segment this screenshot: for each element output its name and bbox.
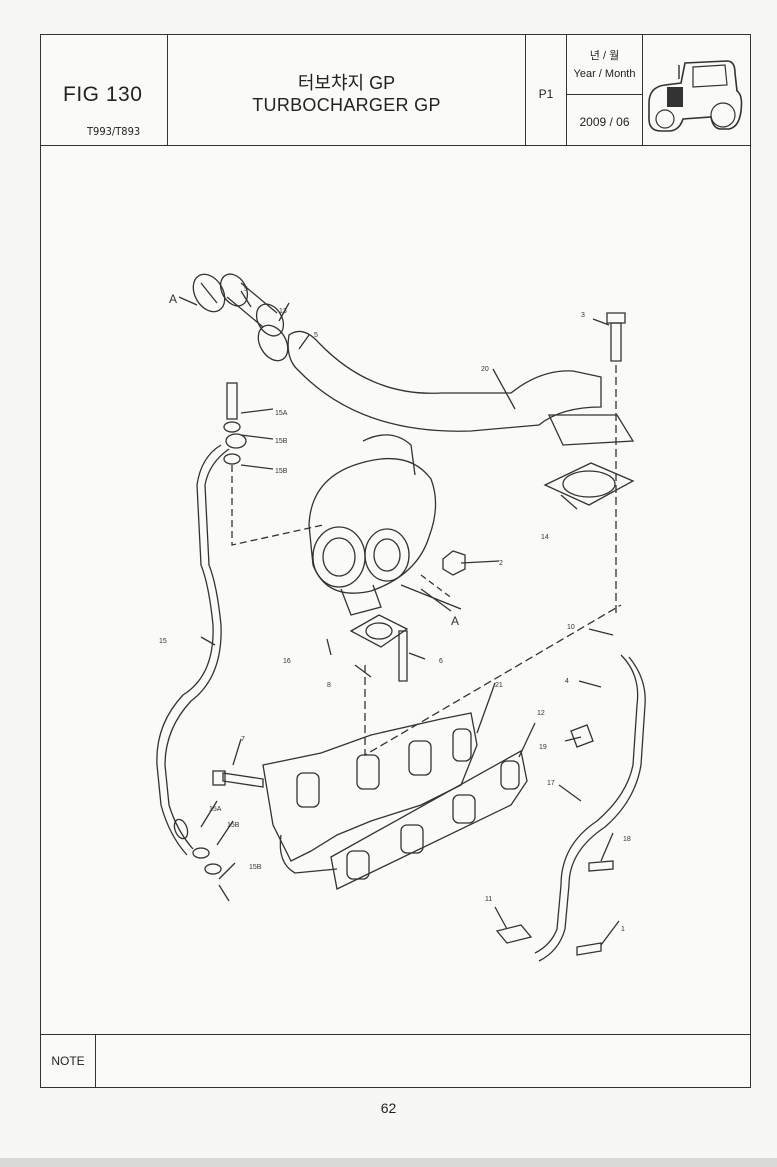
callout: 12 xyxy=(537,710,545,717)
page-code-cell: P1 xyxy=(526,35,567,145)
callout: 16 xyxy=(283,658,291,665)
bolt xyxy=(610,322,622,362)
callout: 18 xyxy=(623,836,631,843)
exploded-parts-diagram: A 5 13 5 3 20 15A 15B 15B 14 2 A 16 10 1… xyxy=(41,145,750,1035)
nut xyxy=(442,550,466,576)
figure-cell: FIG 130 T993/T893 xyxy=(41,35,168,145)
oil-line xyxy=(156,444,222,856)
callout: 5 xyxy=(314,332,318,339)
callout: 17 xyxy=(547,780,555,787)
callout: 15A xyxy=(209,806,222,813)
callout: 20 xyxy=(481,366,489,373)
title-cell: 터보챠지 GP TURBOCHARGER GP xyxy=(168,35,526,145)
date-cell: 년 / 월 Year / Month 2009 / 06 xyxy=(567,35,643,145)
note-label: NOTE xyxy=(41,1035,96,1087)
page-number: 62 xyxy=(380,1100,397,1116)
title-korean: 터보챠지 GP xyxy=(297,73,396,93)
callout: 1 xyxy=(621,926,625,933)
page-code: P1 xyxy=(538,87,554,101)
banjo-bolt xyxy=(173,818,189,840)
manifold-bolt xyxy=(222,772,264,788)
callout: 15B xyxy=(275,438,288,445)
callout: A xyxy=(451,614,459,628)
callout: 7 xyxy=(241,736,245,743)
date-value: 2009 / 06 xyxy=(579,115,630,129)
callout: 19 xyxy=(539,744,547,751)
callout: 3 xyxy=(581,312,585,319)
banjo-bolt xyxy=(226,382,238,420)
tractor-icon xyxy=(648,60,743,132)
callout: 2 xyxy=(499,560,503,567)
figure-number: FIG 130 xyxy=(63,83,143,106)
icon-cell xyxy=(643,35,750,145)
callout: 15B xyxy=(227,822,240,829)
bolt xyxy=(576,942,602,956)
model-code: T993/T893 xyxy=(87,125,141,138)
hose xyxy=(226,282,278,328)
callout: 15B xyxy=(275,468,288,475)
callout-labels: A 5 13 5 3 20 15A 15B 15B 14 2 A 16 10 1… xyxy=(159,286,631,933)
callout: 5 xyxy=(244,286,248,293)
date-label-english: Year / Month xyxy=(573,68,636,80)
callout: 15A xyxy=(275,410,288,417)
callout: 8 xyxy=(327,682,331,689)
stud xyxy=(398,630,408,682)
hose-clamp xyxy=(257,324,289,362)
date-label-korean: 년 / 월 xyxy=(589,50,620,62)
callout: 11 xyxy=(485,896,492,903)
callout: 10 xyxy=(567,624,575,631)
manifold-gasket xyxy=(330,749,528,890)
turbocharger-diagram: A 5 13 5 3 20 15A 15B 15B 14 2 A 16 10 1… xyxy=(156,273,646,962)
callout: 14 xyxy=(541,534,549,541)
scan-edge xyxy=(0,1158,777,1167)
intake-pipe xyxy=(287,330,602,432)
gasket xyxy=(543,462,635,506)
turbo-gasket xyxy=(349,614,409,648)
clip xyxy=(570,724,594,748)
callout: 21 xyxy=(495,682,503,689)
title-english: TURBOCHARGER GP xyxy=(252,95,441,115)
callout: 15 xyxy=(159,638,167,645)
parts-sheet: FIG 130 T993/T893 터보챠지 GP TURBOCHARGER G… xyxy=(40,34,751,1088)
turbocharger xyxy=(308,434,462,616)
callout: 15B xyxy=(249,864,262,871)
callout: 13 xyxy=(279,308,287,315)
note-row: NOTE xyxy=(41,1034,750,1087)
drain-pipe xyxy=(534,654,639,954)
header-block: FIG 130 T993/T893 터보챠지 GP TURBOCHARGER G… xyxy=(41,35,750,146)
bolt xyxy=(588,860,614,872)
callout: A xyxy=(169,292,177,306)
callout: 4 xyxy=(565,678,569,685)
callout: 6 xyxy=(439,658,443,665)
drain-gasket xyxy=(495,924,533,944)
